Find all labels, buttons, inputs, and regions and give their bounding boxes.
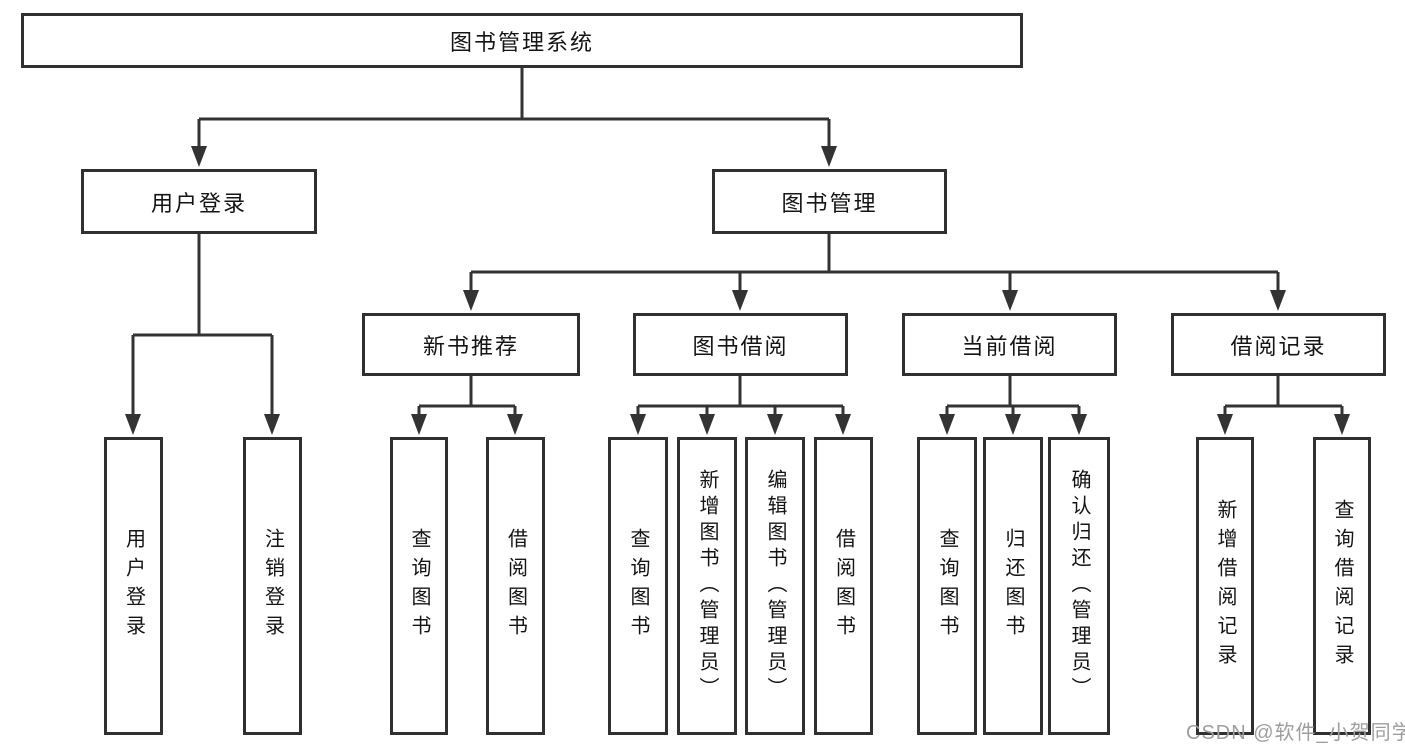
leaf-add-borrow-record: 新增借阅记录 [1196,437,1254,735]
node-new-book-recommendation: 新书推荐 [362,313,580,376]
leaf-edit-books-admin: 编辑图书（管理员） [745,437,805,735]
leaf-label: 查询借阅记录 [1331,499,1353,673]
leaf-label: 借阅图书 [832,528,855,644]
leaf-confirm-return-admin: 确认归还（管理员） [1048,437,1110,735]
node-user-login: 用户登录 [81,169,317,234]
leaf-label: 借阅图书 [504,528,527,644]
node-label: 用户登录 [150,190,247,216]
csdn-watermark: CSDN @软件_小贺同学 [1186,722,1405,744]
leaf-label: 新增图书（管理员） [696,469,718,703]
leaf-borrow-books: 借阅图书 [814,437,873,735]
leaf-query-books-current: 查询图书 [917,437,977,735]
leaf-label: 归还图书 [1002,528,1024,644]
leaf-query-borrow-record: 查询借阅记录 [1313,437,1371,735]
node-book-management: 图书管理 [712,169,947,234]
node-label: 图书借阅 [692,333,789,359]
leaf-query-books-borrow: 查询图书 [608,437,668,735]
leaf-label: 查询图书 [936,528,958,644]
node-borrowing-records: 借阅记录 [1171,313,1386,376]
leaf-logout: 注销登录 [243,437,302,735]
leaf-add-books-admin: 新增图书（管理员） [677,437,737,735]
arrowhead-icons [125,146,1350,435]
node-current-borrowing: 当前借阅 [902,313,1117,376]
leaf-user-login: 用户登录 [104,437,163,735]
node-label: 当前借阅 [961,333,1058,359]
leaf-label: 注销登录 [261,528,284,644]
leaf-label: 用户登录 [122,528,145,644]
leaf-return-books: 归还图书 [983,437,1043,735]
node-label: 图书管理系统 [449,29,594,55]
leaf-label: 查询图书 [408,528,430,644]
leaf-query-books-recommend: 查询图书 [390,437,448,735]
node-library-management-system: 图书管理系统 [21,13,1023,68]
leaf-label: 确认归还（管理员） [1068,469,1090,703]
node-label: 图书管理 [781,190,878,216]
node-label: 借阅记录 [1230,333,1327,359]
leaf-label: 新增借阅记录 [1214,499,1236,673]
node-book-borrowing: 图书借阅 [633,313,848,376]
leaf-label: 编辑图书（管理员） [764,469,786,703]
leaf-borrow-books-recommend: 借阅图书 [486,437,545,735]
node-label: 新书推荐 [422,333,519,359]
leaf-label: 查询图书 [627,528,649,644]
